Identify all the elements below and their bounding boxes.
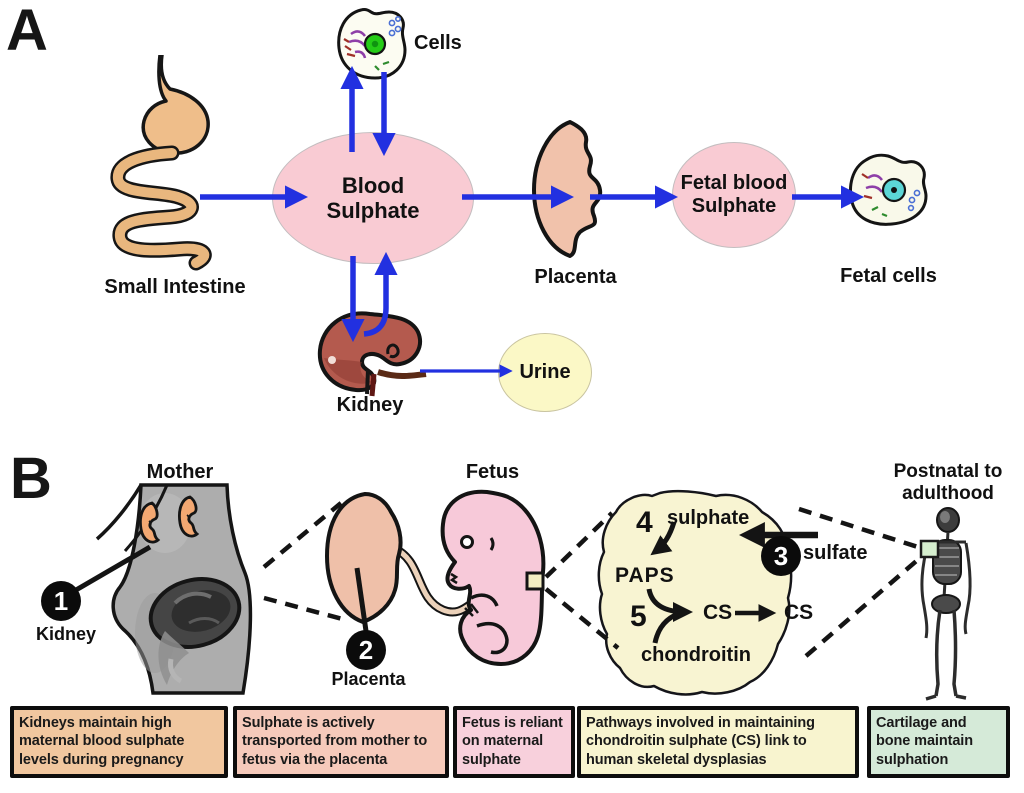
pathway-sulphate: sulphate	[667, 507, 750, 529]
fetus-title: Fetus	[465, 461, 520, 483]
pathway-chondroitin: chondroitin	[641, 644, 751, 666]
kidney-a-image	[317, 311, 427, 397]
mother-image	[95, 483, 253, 695]
caption-pathways: Pathways involved in maintaining chondro…	[577, 706, 859, 778]
postnatal-title-line2: adulthood	[902, 482, 994, 504]
pathway-step4: 4	[636, 506, 653, 539]
cells-label: Cells	[414, 32, 462, 54]
postnatal-title: Postnatal to adulthood	[878, 461, 1018, 505]
pathway-cs-extracellular: CS	[784, 601, 814, 624]
pathway-step5: 5	[630, 600, 647, 633]
fetal-cells-image	[849, 153, 928, 226]
mother-title: Mother	[146, 461, 214, 483]
placenta-a-image	[532, 120, 603, 258]
cells-image	[337, 7, 407, 80]
pathway-cs-intracellular: CS	[703, 601, 733, 624]
fetal-blood-sulphate-node: Fetal blood Sulphate	[672, 142, 796, 248]
marker-2-label: Placenta	[331, 669, 406, 689]
fetal-blood-sulphate-line2: Sulphate	[691, 195, 777, 217]
caption-cartilage: Cartilage and bone maintain sulphation	[867, 706, 1010, 778]
caption-kidneys: Kidneys maintain high maternal blood sul…	[10, 706, 228, 778]
caption-fetus-reliant: Fetus is reliant on maternal sulphate	[453, 706, 575, 778]
placenta-a-label: Placenta	[534, 266, 617, 288]
caption-transport: Sulphate is actively transported from mo…	[233, 706, 449, 778]
panel-b-label: B	[10, 446, 52, 511]
kidney-a-label: Kidney	[336, 394, 404, 416]
small-intestine-label: Small Intestine	[104, 276, 246, 298]
blood-sulphate-line1: Blood	[341, 172, 405, 198]
postnatal-title-line1: Postnatal to	[893, 461, 1003, 482]
blood-sulphate-line2: Sulphate	[326, 198, 420, 223]
marker-3-circle: 3	[761, 536, 801, 576]
blood-sulphate-node: Blood Sulphate	[272, 132, 474, 264]
urine-label: Urine	[519, 361, 571, 383]
urine-node: Urine	[498, 333, 592, 412]
skeleton-image	[920, 507, 972, 701]
pathway-paps: PAPS	[615, 564, 675, 587]
panel-a-label: A	[6, 0, 48, 63]
fetal-cells-label: Fetal cells	[840, 265, 937, 287]
marker-3-label: sulfate	[803, 542, 868, 564]
marker-1-label: Kidney	[35, 624, 96, 644]
small-intestine-image	[110, 55, 212, 271]
marker-1-circle: 1	[41, 581, 81, 621]
fetal-blood-sulphate-line1: Fetal blood	[680, 172, 788, 194]
placenta-fetus-image	[325, 489, 546, 666]
marker-2-circle: 2	[346, 630, 386, 670]
fetus-zoom-square	[525, 571, 545, 591]
